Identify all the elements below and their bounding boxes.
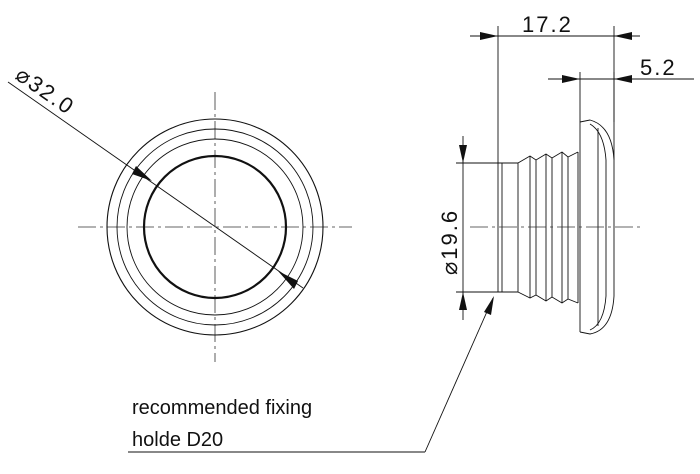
rim-step-circle bbox=[126, 138, 304, 316]
outer-rim-circle bbox=[106, 118, 324, 336]
outer-diameter-label: ⌀32.0 bbox=[11, 62, 79, 120]
total-length-label: 17.2 bbox=[522, 12, 573, 37]
head-thickness-label: 5.2 bbox=[640, 55, 677, 80]
arrow-shank-top bbox=[459, 145, 467, 163]
arrow-shank-bottom bbox=[459, 292, 467, 310]
rim-inner-circle bbox=[116, 128, 314, 326]
arrow-total-right bbox=[614, 32, 632, 40]
diameter-32-leader bbox=[7, 81, 304, 289]
note-line-1: recommended fixing bbox=[132, 397, 312, 419]
head-dome-inner bbox=[589, 123, 607, 331]
shank-rib-profile-bottom bbox=[517, 291, 579, 304]
diameter-arrow-upper bbox=[132, 166, 152, 181]
bore-circle bbox=[142, 154, 288, 300]
front-view: ⌀32.0 bbox=[7, 62, 352, 362]
head-outer-profile bbox=[579, 119, 615, 335]
shank-rib-profile-top bbox=[517, 151, 579, 164]
side-view: 17.2 5.2 ⌀19.6 bbox=[437, 12, 694, 335]
note-line-2: holde D20 bbox=[132, 429, 223, 451]
shank-diameter-value: 19.6 bbox=[437, 209, 462, 260]
shank-diameter-label: ⌀19.6 bbox=[437, 209, 462, 275]
note-leader-diagonal bbox=[424, 297, 494, 453]
arrow-head-left bbox=[562, 75, 580, 83]
shank-diameter-symbol: ⌀ bbox=[437, 260, 462, 275]
fixing-note: recommended fixing holde D20 bbox=[128, 296, 494, 453]
arrow-head-right bbox=[614, 75, 632, 83]
note-leader-arrow bbox=[484, 296, 494, 315]
arrow-total-left bbox=[480, 32, 498, 40]
diameter-arrow-lower bbox=[278, 271, 298, 289]
